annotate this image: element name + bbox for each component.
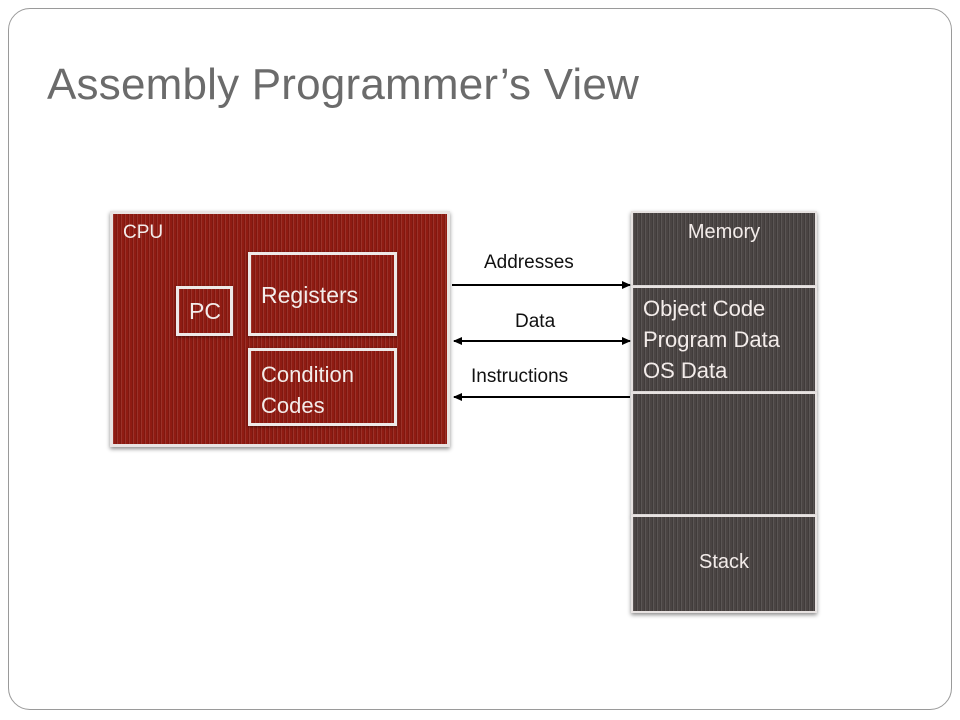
cpu-label: CPU — [123, 222, 164, 243]
stack-label: Stack — [698, 551, 750, 573]
slide-title: Assembly Programmer’s View — [47, 60, 640, 109]
registers-label: Registers — [261, 282, 359, 308]
pc-register-box: PC — [176, 286, 233, 336]
memory-code-label: Object Code Program Data OS Data — [643, 293, 780, 386]
condition-codes-line-2: Codes — [261, 393, 325, 418]
registers-box: Registers — [248, 252, 397, 336]
memory-header-segment: Memory — [631, 211, 817, 287]
program-data-label: Program Data — [643, 327, 780, 352]
pc-label: PC — [189, 298, 221, 324]
addresses-label: Addresses — [484, 252, 574, 273]
memory-code-segment: Object Code Program Data OS Data — [631, 286, 817, 393]
instructions-label: Instructions — [471, 366, 569, 387]
cpu-block: CPU PC Registers Condition Codes — [110, 211, 450, 447]
object-code-label: Object Code — [643, 296, 766, 321]
memory-label: Memory — [687, 221, 761, 243]
condition-codes-line-1: Condition — [261, 362, 354, 387]
memory-free-segment — [631, 392, 817, 516]
condition-codes-box: Condition Codes — [248, 348, 397, 426]
memory-stack-segment: Stack — [631, 515, 817, 613]
data-label: Data — [515, 311, 556, 332]
condition-codes-label: Condition Codes — [261, 359, 354, 421]
os-data-label: OS Data — [643, 358, 728, 383]
